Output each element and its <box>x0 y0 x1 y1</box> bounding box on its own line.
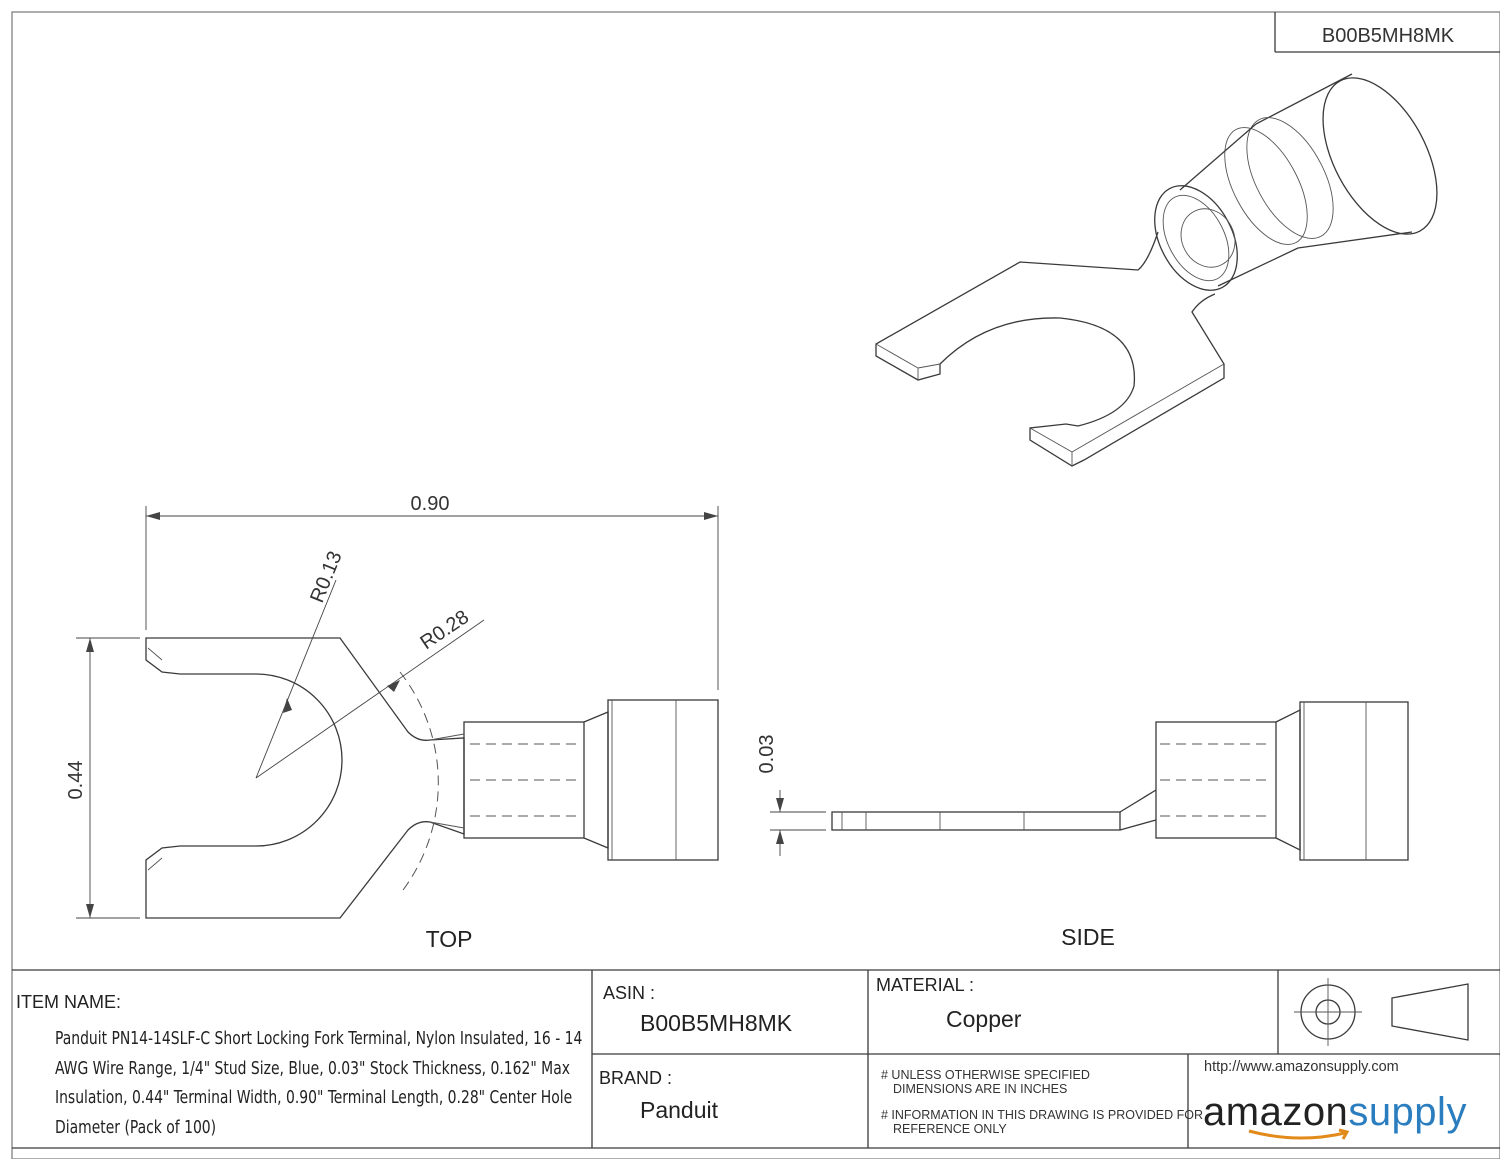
third-angle-projection-icon <box>1294 978 1469 1046</box>
note-reference-line-2: REFERENCE ONLY <box>893 1122 1007 1136</box>
asin-value: B00B5MH8MK <box>640 1010 793 1036</box>
asin-label: ASIN : <box>603 983 656 1003</box>
material-label: MATERIAL : <box>876 975 975 995</box>
top-view-label: TOP <box>426 926 473 952</box>
sheet-border <box>11 11 1500 1159</box>
note-units-line-1: # UNLESS OTHERWISE SPECIFIED <box>881 1068 1090 1082</box>
brand-value: Panduit <box>640 1097 719 1123</box>
radius-small-label: R0.13 <box>306 548 346 606</box>
thickness-arrow-top <box>776 798 784 812</box>
supplier-url-link[interactable]: http://www.amazonsupply.com <box>1204 1059 1399 1075</box>
thickness-arrow-bottom <box>776 830 784 844</box>
thickness-dimension-label: 0.03 <box>756 735 778 774</box>
note-reference-line-1: # INFORMATION IN THIS DRAWING IS PROVIDE… <box>881 1108 1204 1122</box>
logo-amazon-text: amazon <box>1203 1090 1349 1134</box>
amazonsupply-logo: amazonsupply <box>1203 1090 1467 1140</box>
length-arrow-left <box>146 512 160 520</box>
note-units-line-2: DIMENSIONS ARE IN INCHES <box>893 1082 1068 1096</box>
width-arrow-top <box>86 638 94 652</box>
width-dimension-label: 0.44 <box>65 761 87 800</box>
brand-label: BRAND : <box>599 1068 673 1088</box>
item-name-value: Panduit PN14-14SLF-C Short Locking Fork … <box>55 1028 583 1138</box>
item-name-label: ITEM NAME: <box>16 992 122 1012</box>
material-value: Copper <box>946 1006 1022 1032</box>
side-view-label: SIDE <box>1061 924 1115 950</box>
side-view: 0.03 SIDE <box>756 701 1409 950</box>
isometric-view <box>875 73 1438 467</box>
header-part-number: B00B5MH8MK <box>1322 25 1455 47</box>
top-view: R0.13 R0.28 0.90 0.44 TOP <box>65 493 719 952</box>
header-part-number-box: B00B5MH8MK <box>1274 12 1500 53</box>
radius-arrow-small <box>283 698 292 713</box>
logo-smile-icon <box>1248 1128 1350 1140</box>
length-dimension-label: 0.90 <box>411 493 450 515</box>
title-block-grid <box>12 969 1500 1149</box>
logo-supply-text: supply <box>1348 1090 1467 1134</box>
radius-arrow-large <box>387 680 400 692</box>
width-arrow-bottom <box>86 904 94 918</box>
length-arrow-right <box>704 512 718 520</box>
